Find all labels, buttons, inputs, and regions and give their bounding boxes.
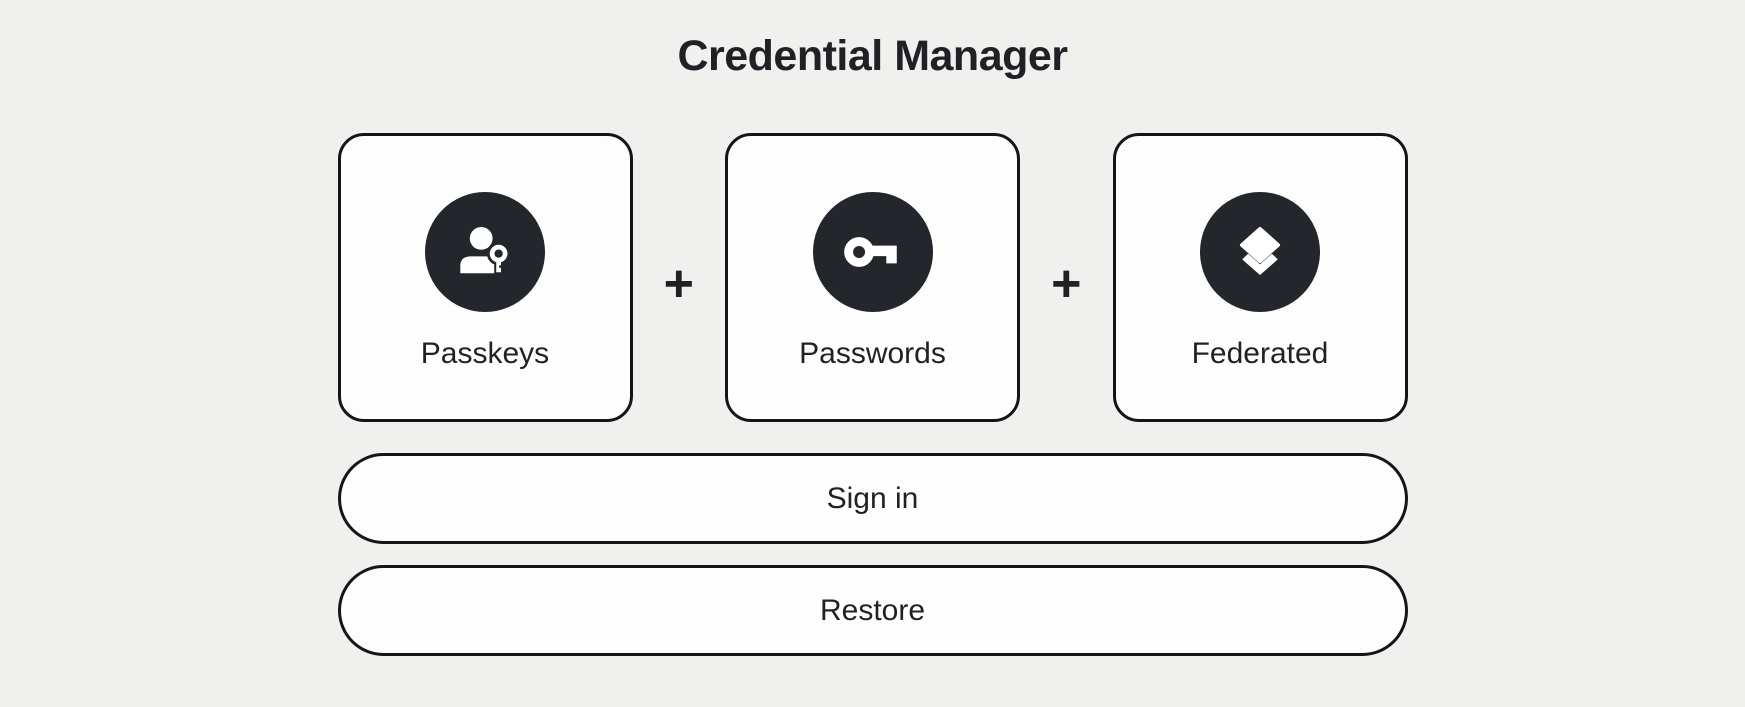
restore-button[interactable]: Restore xyxy=(337,565,1408,656)
card-label-passkeys: Passkeys xyxy=(420,337,550,370)
card-label-passwords: Passwords xyxy=(799,337,946,370)
card-passwords[interactable]: Passwords xyxy=(725,133,1020,422)
plus-separator: + xyxy=(1051,254,1082,313)
key-icon xyxy=(812,192,933,312)
federated-layers-icon xyxy=(1200,192,1320,312)
card-federated[interactable]: Federated xyxy=(1112,133,1408,422)
credential-type-row: Passkeys + Passwords + Federated xyxy=(337,133,1408,422)
page-title: Credential Manager xyxy=(677,32,1068,80)
sign-in-button[interactable]: Sign in xyxy=(337,453,1408,544)
card-passkeys[interactable]: Passkeys xyxy=(337,133,633,422)
passkey-icon xyxy=(425,192,545,312)
credential-manager-panel: Credential Manager Passkeys + xyxy=(337,0,1408,656)
plus-separator: + xyxy=(663,254,694,313)
card-label-federated: Federated xyxy=(1191,337,1329,370)
